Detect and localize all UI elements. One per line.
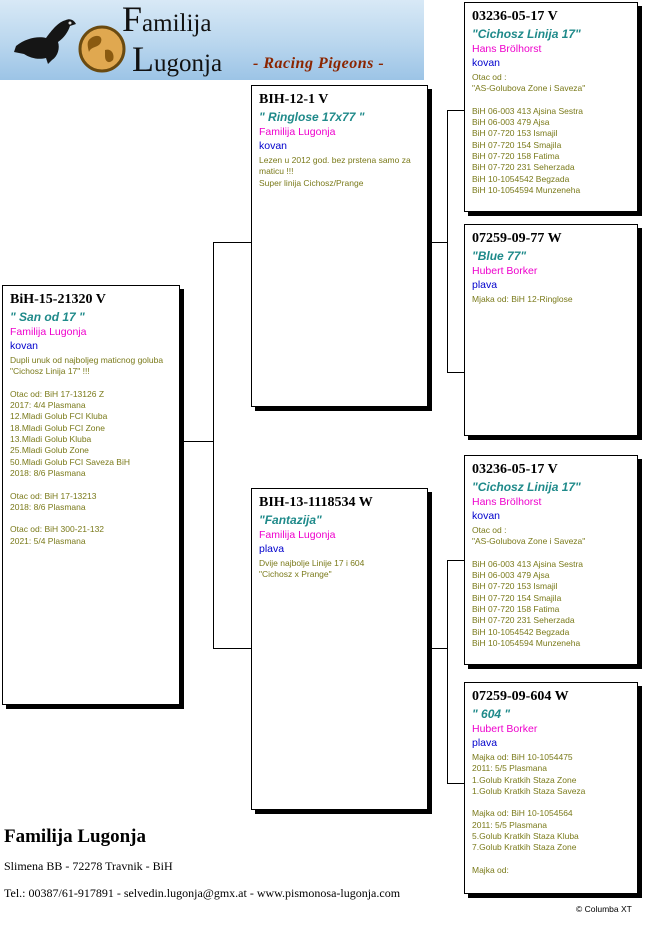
pigeon-name: "Cichosz Linija 17" xyxy=(472,27,581,41)
owner: Familija Lugonja xyxy=(10,326,87,338)
copyright: © Columba XT xyxy=(576,904,632,914)
connector-line xyxy=(180,441,213,442)
pigeon-name: " San od 17 " xyxy=(10,310,85,324)
footer-contact: Tel.: 00387/61-917891 - selvedin.lugonja… xyxy=(4,886,401,900)
pedigree-note: Mjaka od: BiH 12-Ringlose xyxy=(472,294,573,304)
owner: Familija Lugonja xyxy=(259,126,336,138)
sire-sire-card: 03236-05-17 V "Cichosz Linija 17" Hans B… xyxy=(464,2,638,212)
pedigree-note: Otac od : "AS-Golubova Zone i Saveza" Bi… xyxy=(472,525,586,648)
ring-number: BiH-15-21320 V xyxy=(10,292,106,307)
pedigree-note: Dupli unuk od najboljeg maticnog goluba … xyxy=(10,355,164,546)
pigeon-name: " 604 " xyxy=(472,707,511,721)
plumage-color: plava xyxy=(472,279,498,291)
ring-number: 03236-05-17 V xyxy=(472,462,558,477)
plumage-color: kovan xyxy=(472,57,501,69)
ring-number: 03236-05-17 V xyxy=(472,9,558,24)
connector-line xyxy=(447,560,448,784)
plumage-color: kovan xyxy=(259,140,288,152)
owner: Familija Lugonja xyxy=(259,529,336,541)
pigeon-name: " Ringlose 17x77 " xyxy=(259,110,365,124)
pedigree-note: Dvije najbolje Linije 17 i 604 "Cichosz … xyxy=(259,558,365,580)
plumage-color: plava xyxy=(259,543,285,555)
connector-line xyxy=(447,110,464,111)
dam-card: BIH-13-1118534 W "Fantazija" Familija Lu… xyxy=(251,488,428,810)
pigeon-logo-icon xyxy=(14,19,76,64)
owner: Hubert Borker xyxy=(472,723,538,735)
connector-line xyxy=(428,242,447,243)
header-banner: Familija Lugonja - Racing Pigeons - xyxy=(0,0,424,80)
sire-dam-card: 07259-09-77 W "Blue 77" Hubert Borker pl… xyxy=(464,224,638,436)
ring-number: 07259-09-604 W xyxy=(472,689,569,704)
footer-address: Slimena BB - 72278 Travnik - BiH xyxy=(4,859,173,873)
footer-name: Familija Lugonja xyxy=(4,826,146,847)
connector-line xyxy=(447,110,448,373)
pedigree-note: Majka od: BiH 10-1054475 2011: 5/5 Plasm… xyxy=(472,752,586,875)
globe-icon xyxy=(78,25,126,73)
owner: Hans Brölhorst xyxy=(472,43,542,55)
connector-line xyxy=(447,783,464,784)
pedigree-note: Otac od : "AS-Golubova Zone i Saveza" Bi… xyxy=(472,72,586,195)
plumage-color: plava xyxy=(472,737,498,749)
connector-line xyxy=(213,242,214,649)
connector-line xyxy=(213,648,251,649)
sire-card: BIH-12-1 V " Ringlose 17x77 " Familija L… xyxy=(251,85,428,407)
brand-title-line1: Familija xyxy=(122,0,212,39)
pigeon-name: "Cichosz Linija 17" xyxy=(472,480,581,494)
connector-line xyxy=(428,648,447,649)
owner: Hubert Borker xyxy=(472,265,538,277)
pigeon-name: "Fantazija" xyxy=(259,513,322,527)
connector-line xyxy=(447,372,464,373)
brand-title-line2: Lugonja xyxy=(132,39,223,79)
pedigree-note: Lezen u 2012 god. bez prstena samo za ma… xyxy=(259,155,411,188)
connector-line xyxy=(447,560,464,561)
plumage-color: kovan xyxy=(10,340,39,352)
dam-dam-card: 07259-09-604 W " 604 " Hubert Borker pla… xyxy=(464,682,638,894)
ring-number: BIH-12-1 V xyxy=(259,92,329,107)
ring-number: BIH-13-1118534 W xyxy=(259,495,373,510)
ring-number: 07259-09-77 W xyxy=(472,231,562,246)
owner: Hans Brölhorst xyxy=(472,496,542,508)
plumage-color: kovan xyxy=(472,510,501,522)
pigeon-card: BiH-15-21320 V " San od 17 " Familija Lu… xyxy=(2,285,180,705)
dam-sire-card: 03236-05-17 V "Cichosz Linija 17" Hans B… xyxy=(464,455,638,665)
tagline: - Racing Pigeons - xyxy=(253,55,385,72)
pigeon-name: "Blue 77" xyxy=(472,249,527,263)
connector-line xyxy=(213,242,251,243)
